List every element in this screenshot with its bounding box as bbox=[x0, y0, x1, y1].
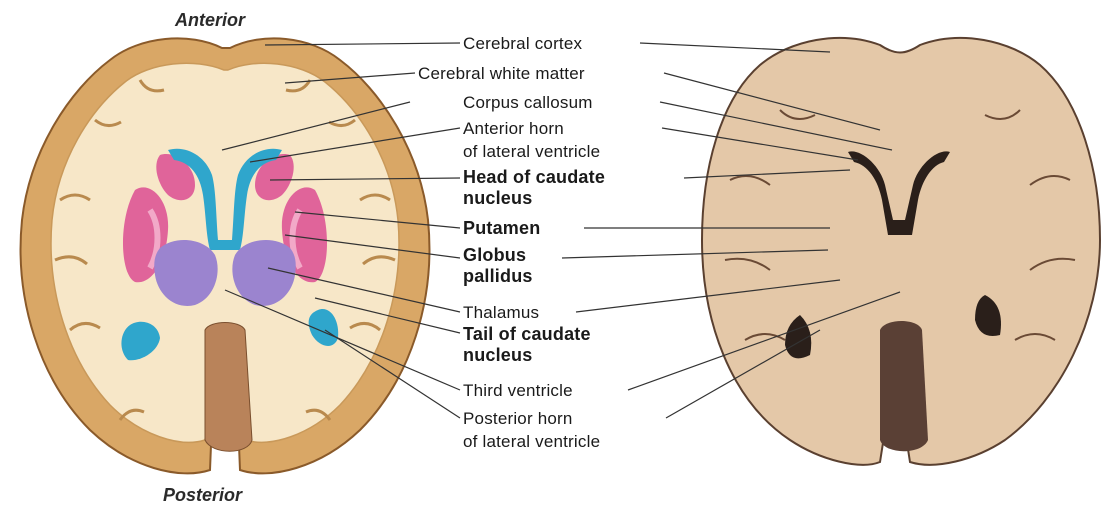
label-corpus-callosum: Corpus callosum bbox=[463, 93, 593, 112]
label-posterior-horn-line1: Posterior horn bbox=[463, 409, 573, 428]
label-head-caudate-line1: Head of caudate bbox=[463, 168, 605, 187]
photo-brainstem bbox=[880, 321, 928, 451]
label-head-caudate-line2: nucleus bbox=[463, 189, 532, 208]
illustrated-brain-section bbox=[21, 38, 430, 473]
label-third-ventricle: Third ventricle bbox=[463, 381, 573, 400]
anterior-label: Anterior bbox=[175, 10, 245, 31]
label-globus-line1: Globus bbox=[463, 246, 526, 265]
label-tail-caudate-line2: nucleus bbox=[463, 346, 532, 365]
label-anterior-horn-line2: of lateral ventricle bbox=[463, 142, 600, 161]
label-anterior-horn-line1: Anterior horn bbox=[463, 119, 564, 138]
posterior-label: Posterior bbox=[163, 485, 242, 506]
label-cerebral-white-matter: Cerebral white matter bbox=[418, 64, 585, 83]
label-cerebral-cortex: Cerebral cortex bbox=[463, 34, 582, 53]
illustration-brainstem bbox=[205, 323, 252, 452]
label-thalamus: Thalamus bbox=[463, 303, 539, 322]
label-putamen: Putamen bbox=[463, 219, 540, 238]
label-globus-line2: pallidus bbox=[463, 267, 533, 286]
photographic-brain-section bbox=[702, 38, 1100, 465]
label-posterior-horn-line2: of lateral ventricle bbox=[463, 432, 600, 451]
label-tail-caudate-line1: Tail of caudate bbox=[463, 325, 591, 344]
